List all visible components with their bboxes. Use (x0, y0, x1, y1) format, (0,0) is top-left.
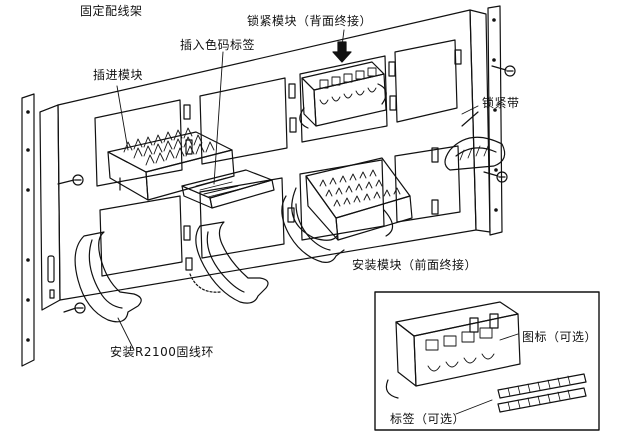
front-module-drawing (291, 157, 413, 241)
screws (57, 65, 516, 314)
label-install-r2100-ring: 安装R2100固线环 (110, 345, 214, 359)
color-label-drawing (181, 169, 275, 209)
r2100-rings-drawing (74, 195, 345, 323)
label-plug-in-module: 插进模块 (93, 68, 144, 82)
bottom-row-windows (99, 145, 461, 277)
backboard-panel (21, 5, 503, 367)
leader-lines (116, 29, 479, 351)
label-install-module-front: 安装模块（前面终接） (352, 258, 478, 272)
label-fixed-frame: 固定配线架 (80, 4, 143, 18)
inset-detail-box (374, 291, 600, 431)
lock-module-drawing (299, 41, 387, 129)
label-lock-module-rear: 锁紧模块（背面终接） (247, 14, 373, 28)
label-lock-strap: 锁紧带 (482, 96, 520, 110)
label-icon-label-optional: 图标（可选） (522, 330, 598, 344)
label-insert-color-label: 插入色码标签 (180, 38, 256, 52)
top-row-windows (94, 39, 462, 187)
lock-strap-drawing (444, 111, 506, 171)
tag-strips (497, 373, 587, 413)
label-tag-optional: 标签（可选） (390, 412, 466, 426)
plug-in-module-drawing (107, 127, 235, 201)
